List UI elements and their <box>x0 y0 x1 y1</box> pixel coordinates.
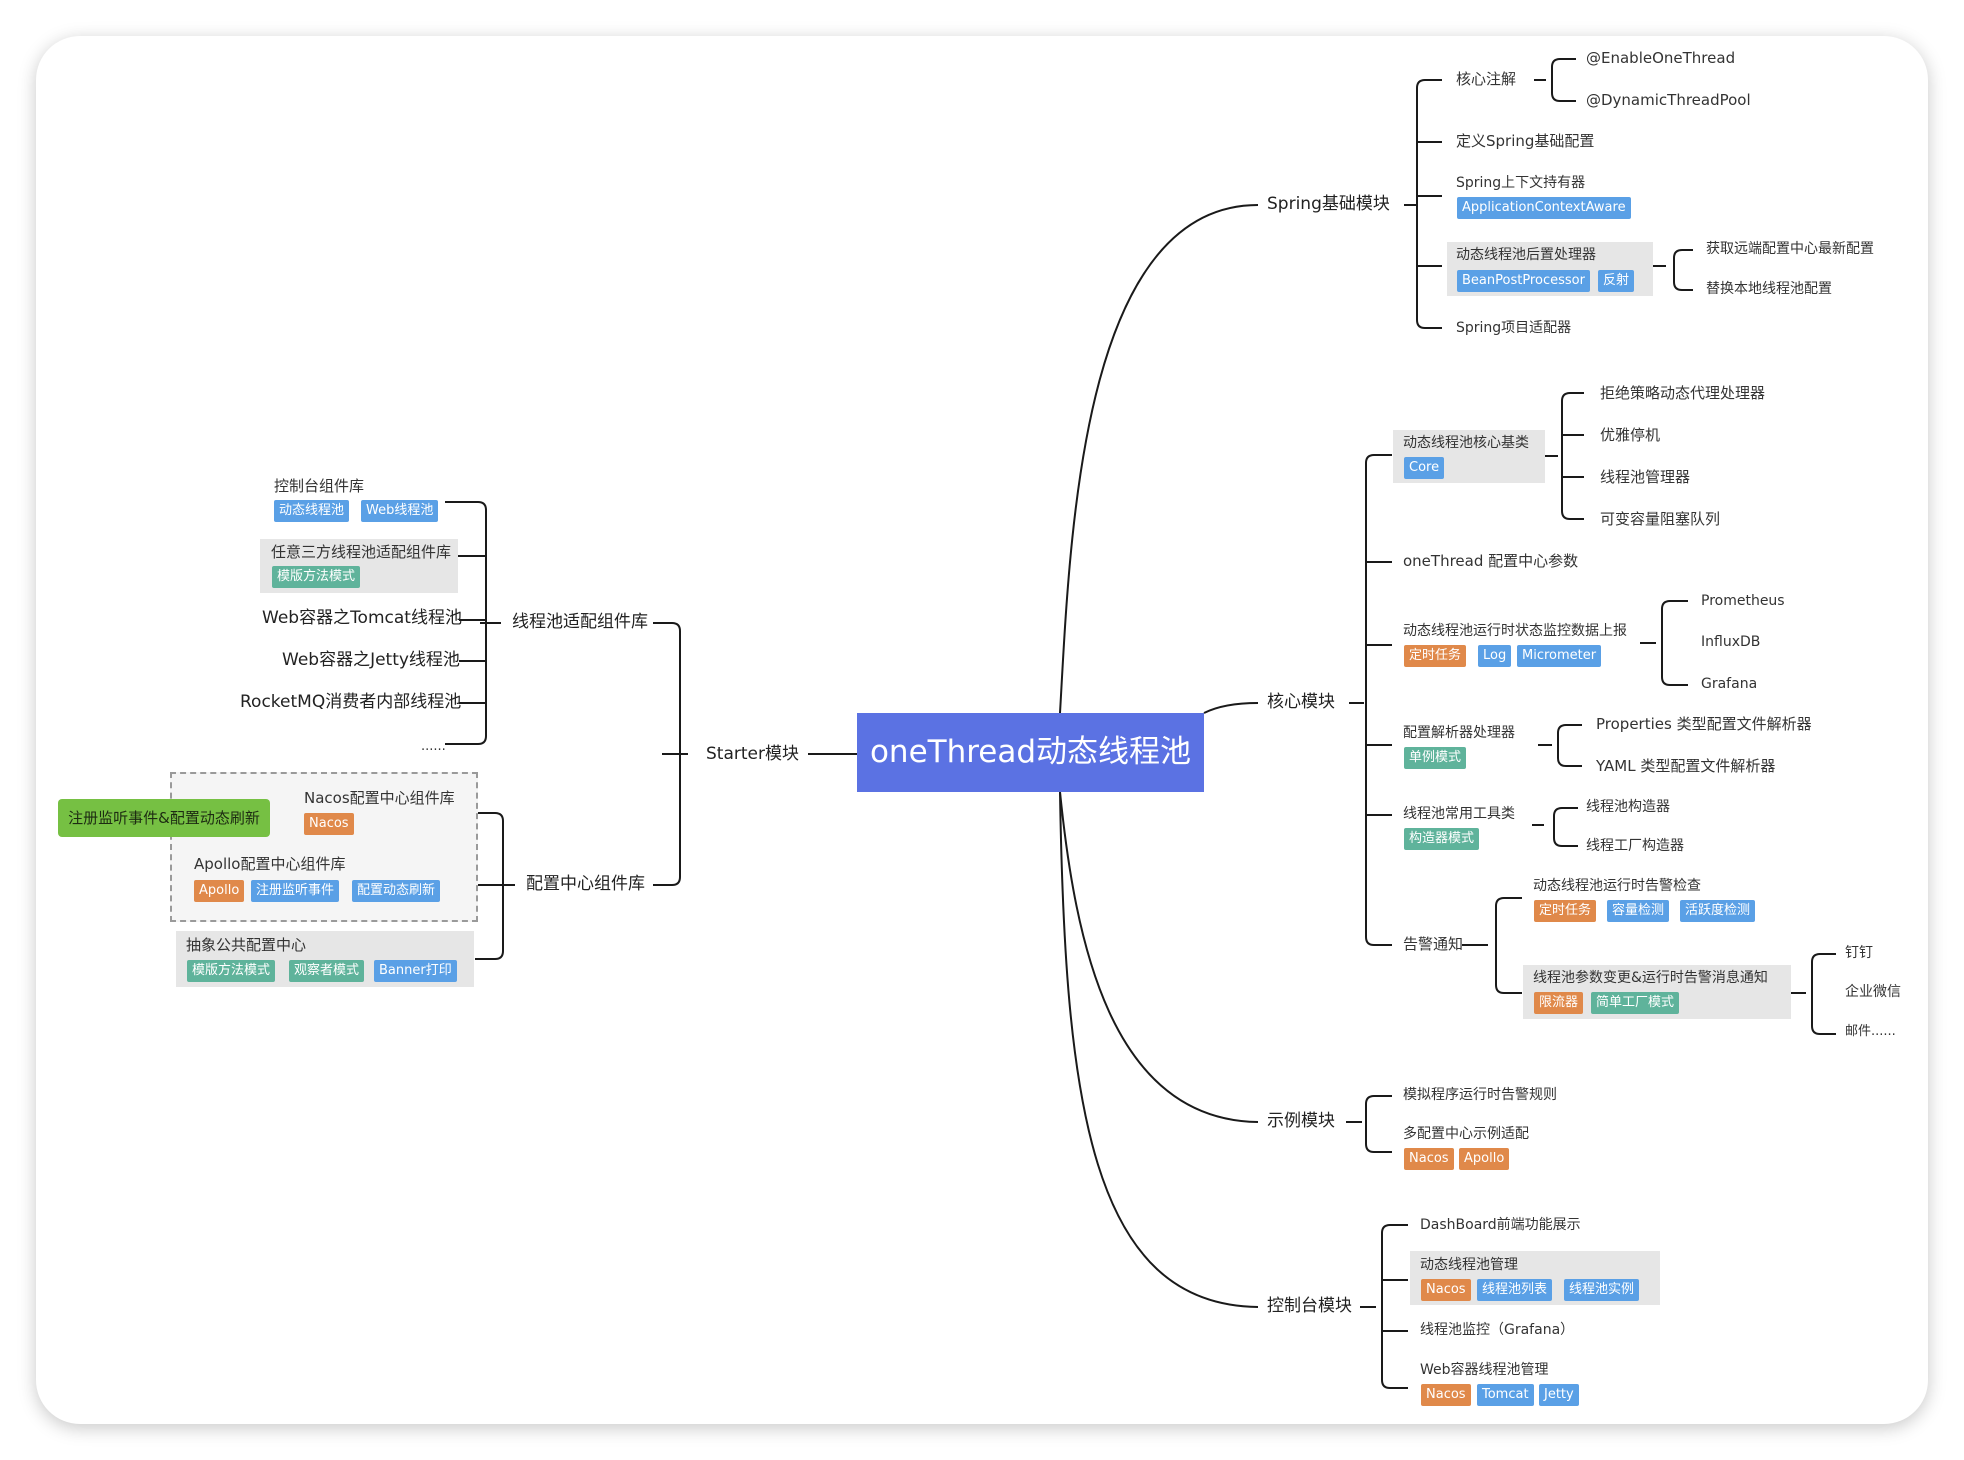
tag-banner-print: Banner打印 <box>374 960 457 982</box>
tag-config-refresh: 配置动态刷新 <box>352 880 441 902</box>
config-center-lib-node[interactable]: 配置中心组件库 <box>526 874 645 894</box>
dashboard-node[interactable]: DashBoard前端功能展示 <box>1420 1217 1581 1233</box>
tag-apollo: Apollo <box>194 880 245 902</box>
tag-nacos-web: Nacos <box>1421 1384 1471 1406</box>
tag-register-listener: 注册监听事件 <box>251 880 340 902</box>
tag-simple-factory: 简单工厂模式 <box>1591 992 1680 1014</box>
tomcat-pool-node[interactable]: Web容器之Tomcat线程池 <box>262 608 462 628</box>
console-module-node[interactable]: 控制台模块 <box>1267 1296 1352 1316</box>
tag-pool-list: 线程池列表 <box>1477 1279 1553 1301</box>
tag-builder-pattern: 构造器模式 <box>1404 828 1480 850</box>
root-node[interactable]: oneThread动态线程池 <box>857 713 1204 792</box>
wecom-node[interactable]: 企业微信 <box>1845 984 1901 1000</box>
tag-pool-instance: 线程池实例 <box>1564 1279 1640 1301</box>
spring-adapter-node[interactable]: Spring项目适配器 <box>1456 320 1572 336</box>
prometheus-node[interactable]: Prometheus <box>1701 593 1785 609</box>
tag-micrometer: Micrometer <box>1517 645 1602 667</box>
yaml-parser-node[interactable]: YAML 类型配置文件解析器 <box>1596 757 1776 775</box>
dynamic-threadpool-node[interactable]: @DynamicThreadPool <box>1586 91 1751 109</box>
tag-activity-check: 活跃度检测 <box>1680 900 1756 922</box>
spring-module-node[interactable]: Spring基础模块 <box>1267 194 1390 214</box>
ellipsis-node: ...... <box>421 739 446 754</box>
tag-rate-limiter: 限流器 <box>1534 992 1584 1014</box>
rocketmq-pool-node[interactable]: RocketMQ消费者内部线程池 <box>240 692 462 712</box>
define-spring-config-node[interactable]: 定义Spring基础配置 <box>1456 132 1595 150</box>
web-container-manage-node[interactable]: Web容器线程池管理 <box>1420 1362 1549 1378</box>
adapter-lib-node[interactable]: 线程池适配组件库 <box>512 612 648 632</box>
spring-context-holder-node[interactable]: Spring上下文持有器 <box>1456 175 1586 191</box>
pool-builder-node[interactable]: 线程池构造器 <box>1586 799 1670 815</box>
graceful-shutdown-node[interactable]: 优雅停机 <box>1600 426 1661 444</box>
console-lib-node[interactable]: 控制台组件库 <box>274 477 365 495</box>
simulate-alarm-node[interactable]: 模拟程序运行时告警规则 <box>1403 1087 1557 1103</box>
dingding-node[interactable]: 钉钉 <box>1845 945 1873 961</box>
tag-template-method-2: 模版方法模式 <box>187 960 276 982</box>
alarm-message-node[interactable]: 线程池参数变更&运行时告警消息通知 <box>1533 970 1768 986</box>
example-module-node[interactable]: 示例模块 <box>1267 1111 1335 1131</box>
enable-onethread-node[interactable]: @EnableOneThread <box>1586 49 1736 67</box>
tag-scheduled-task: 定时任务 <box>1404 645 1467 667</box>
tag-reflection: 反射 <box>1598 270 1635 292</box>
tag-core: Core <box>1404 457 1445 479</box>
starter-module-node[interactable]: Starter模块 <box>706 744 799 764</box>
pool-tools-node[interactable]: 线程池常用工具类 <box>1403 806 1515 822</box>
config-params-node[interactable]: oneThread 配置中心参数 <box>1403 552 1579 570</box>
core-base-class-node[interactable]: 动态线程池核心基类 <box>1403 435 1529 451</box>
third-party-lib-node[interactable]: 任意三方线程池适配组件库 <box>271 543 452 561</box>
tag-application-context-aware: ApplicationContextAware <box>1457 197 1631 219</box>
replace-local-config-node[interactable]: 替换本地线程池配置 <box>1706 281 1832 297</box>
tag-template-method: 模版方法模式 <box>272 566 361 588</box>
tag-dynamic-pool: 动态线程池 <box>274 500 350 522</box>
alarm-notify-node[interactable]: 告警通知 <box>1403 935 1464 953</box>
abstract-center-node[interactable]: 抽象公共配置中心 <box>186 936 307 954</box>
tag-observer: 观察者模式 <box>289 960 365 982</box>
tag-scheduled-task-2: 定时任务 <box>1534 900 1597 922</box>
tag-log: Log <box>1478 645 1512 667</box>
grafana-node[interactable]: Grafana <box>1701 676 1758 692</box>
tag-nacos-example: Nacos <box>1404 1148 1454 1170</box>
properties-parser-node[interactable]: Properties 类型配置文件解析器 <box>1596 715 1812 733</box>
jetty-pool-node[interactable]: Web容器之Jetty线程池 <box>282 650 460 670</box>
core-annotation-node[interactable]: 核心注解 <box>1456 70 1517 88</box>
tag-web-pool: Web线程池 <box>361 500 439 522</box>
dynamic-pool-manage-node[interactable]: 动态线程池管理 <box>1420 1257 1518 1273</box>
tag-jetty: Jetty <box>1539 1384 1579 1406</box>
fetch-remote-config-node[interactable]: 获取远端配置中心最新配置 <box>1706 241 1874 257</box>
green-annotation-note[interactable]: 注册监听事件&配置动态刷新 <box>58 799 270 837</box>
post-processor-node[interactable]: 动态线程池后置处理器 <box>1456 247 1596 263</box>
reject-proxy-node[interactable]: 拒绝策略动态代理处理器 <box>1600 384 1766 402</box>
tag-capacity-check: 容量检测 <box>1607 900 1670 922</box>
apollo-lib-node[interactable]: Apollo配置中心组件库 <box>194 855 346 873</box>
nacos-lib-node[interactable]: Nacos配置中心组件库 <box>304 789 455 807</box>
tag-bean-post-processor: BeanPostProcessor <box>1457 270 1590 292</box>
mail-node[interactable]: 邮件...... <box>1845 1024 1896 1039</box>
tag-singleton: 单例模式 <box>1404 747 1467 769</box>
config-parser-node[interactable]: 配置解析器处理器 <box>1403 725 1515 741</box>
core-module-node[interactable]: 核心模块 <box>1267 692 1335 712</box>
tag-nacos-console: Nacos <box>1421 1279 1471 1301</box>
factory-builder-node[interactable]: 线程工厂构造器 <box>1586 838 1684 854</box>
monitor-report-node[interactable]: 动态线程池运行时状态监控数据上报 <box>1403 623 1627 639</box>
influxdb-node[interactable]: InfluxDB <box>1701 634 1761 650</box>
tag-apollo-example: Apollo <box>1459 1148 1510 1170</box>
resizable-queue-node[interactable]: 可变容量阻塞队列 <box>1600 510 1721 528</box>
multi-center-example-node[interactable]: 多配置中心示例适配 <box>1403 1126 1529 1142</box>
pool-monitor-grafana-node[interactable]: 线程池监控（Grafana） <box>1420 1322 1575 1338</box>
pool-manager-node[interactable]: 线程池管理器 <box>1600 468 1691 486</box>
tag-tomcat: Tomcat <box>1477 1384 1534 1406</box>
tag-nacos: Nacos <box>304 813 354 835</box>
alarm-check-node[interactable]: 动态线程池运行时告警检查 <box>1533 878 1701 894</box>
